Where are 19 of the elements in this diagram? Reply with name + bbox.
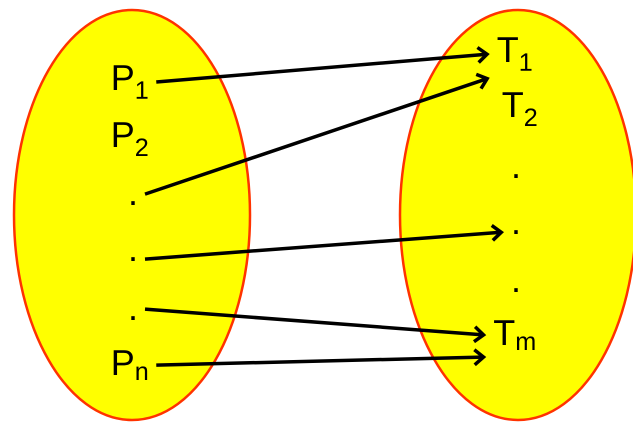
arrow [144, 307, 486, 344]
arrow [144, 72, 490, 196]
arrow [144, 224, 504, 261]
set-element: P$_{2}$ [114, 122, 148, 156]
set-element: . [131, 316, 135, 320]
set-element: T$_{2}$ [502, 92, 536, 126]
set-ellipse [398, 8, 633, 422]
arrow [156, 46, 490, 84]
set-element: . [131, 201, 135, 205]
set-element: . [514, 230, 518, 234]
set-element: T$_{1}$ [498, 37, 532, 71]
set-element: . [514, 174, 518, 178]
set-element: P$_{n}$ [114, 350, 148, 380]
arrow [156, 348, 486, 367]
set-element: . [514, 288, 518, 292]
set-element: . [131, 257, 135, 261]
set-element: P$_{1}$ [114, 65, 148, 99]
set-element: T$_{m}$ [494, 320, 535, 350]
set-ellipse [12, 8, 252, 422]
